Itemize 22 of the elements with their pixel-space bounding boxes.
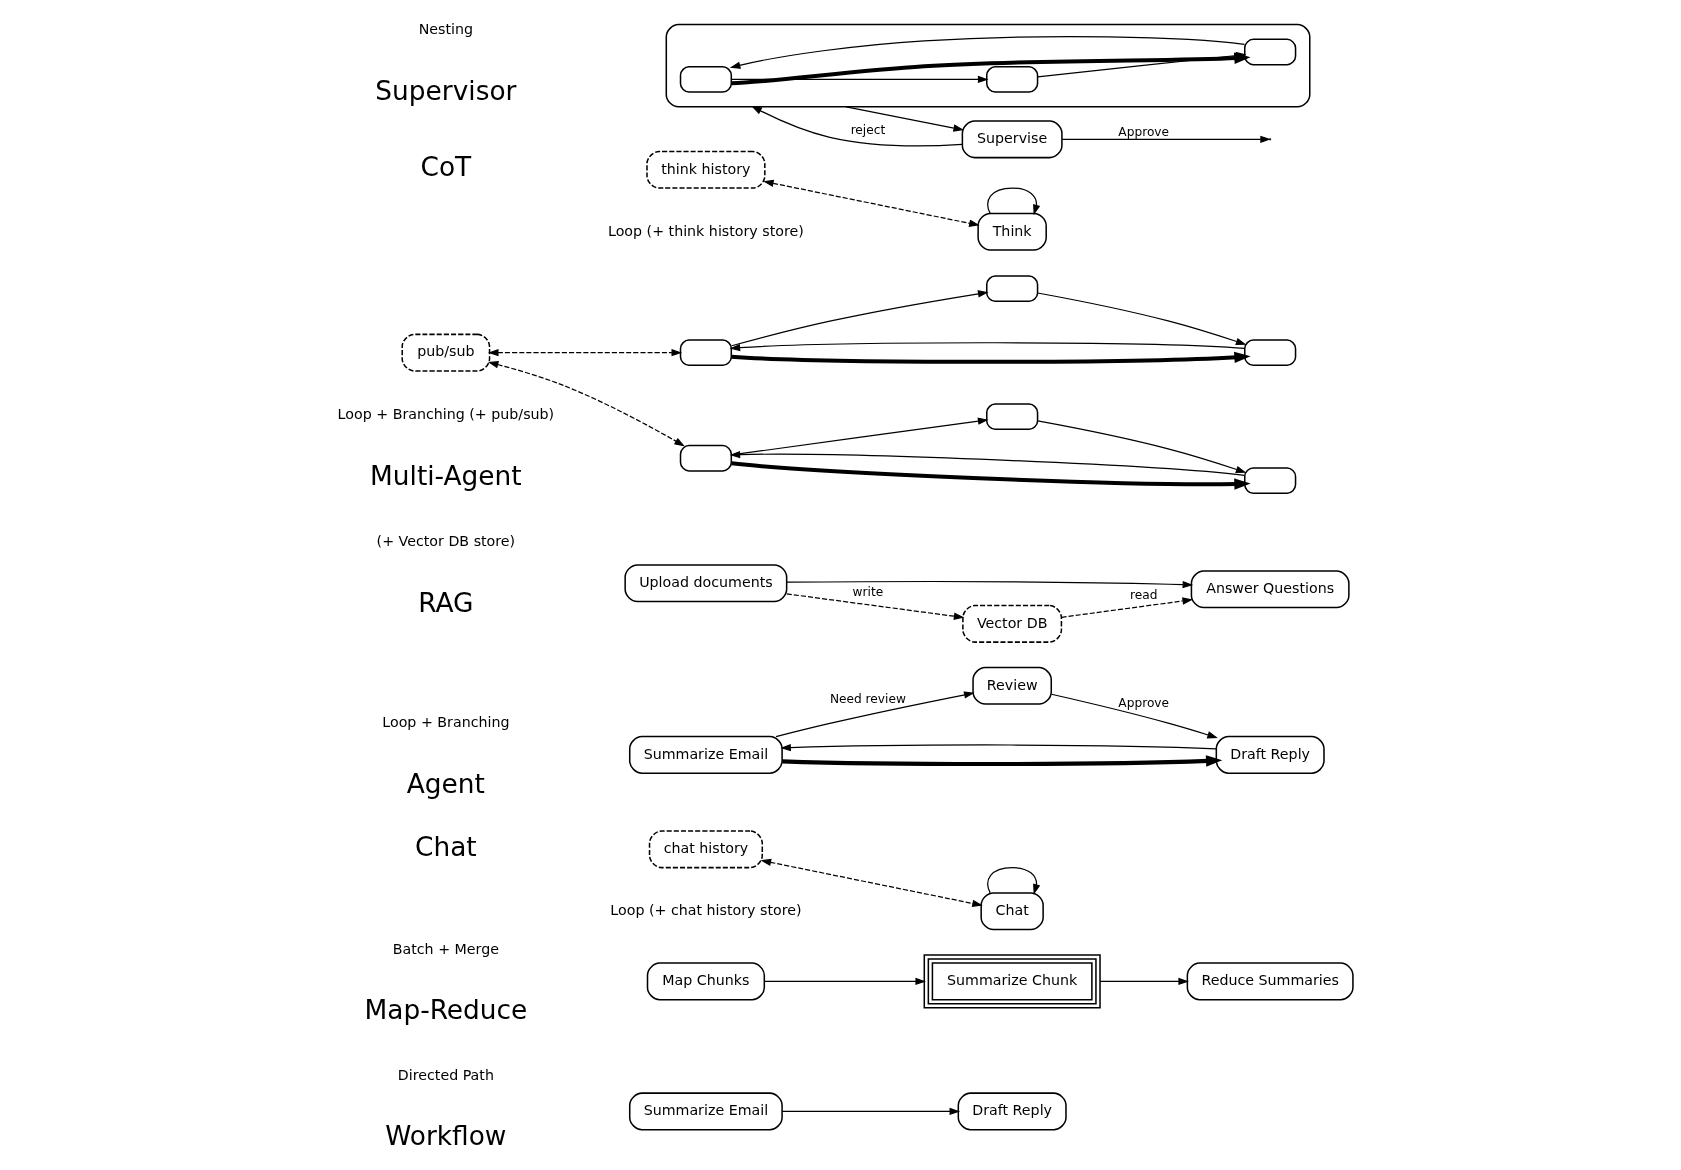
label: Map-Reduce [363, 994, 527, 1026]
edge-label: Approve [1117, 695, 1169, 710]
edge-label: write [852, 585, 883, 600]
label: Agent [406, 767, 485, 799]
edge-label: read [1129, 588, 1157, 603]
label: Supervisor [374, 75, 516, 107]
label: Batch + Merge [392, 940, 499, 957]
label: Loop (+ chat history store) [609, 902, 801, 919]
label: Chat [414, 830, 477, 862]
edge-label: reject [850, 122, 885, 137]
label: RAG [417, 586, 474, 618]
label: Loop + Branching [381, 714, 509, 731]
label: Workflow [384, 1120, 506, 1152]
label: Loop (+ think history store) [607, 222, 804, 239]
label: CoT [420, 151, 471, 183]
label: Multi-Agent [369, 460, 522, 491]
edge-label: Need review [829, 691, 906, 706]
label: Loop + Branching (+ pub/sub) [337, 406, 554, 423]
edge-label: Approve [1117, 124, 1169, 139]
label: Nesting [418, 21, 473, 38]
label: Directed Path [397, 1066, 494, 1083]
label: (+ Vector DB store) [376, 533, 515, 550]
